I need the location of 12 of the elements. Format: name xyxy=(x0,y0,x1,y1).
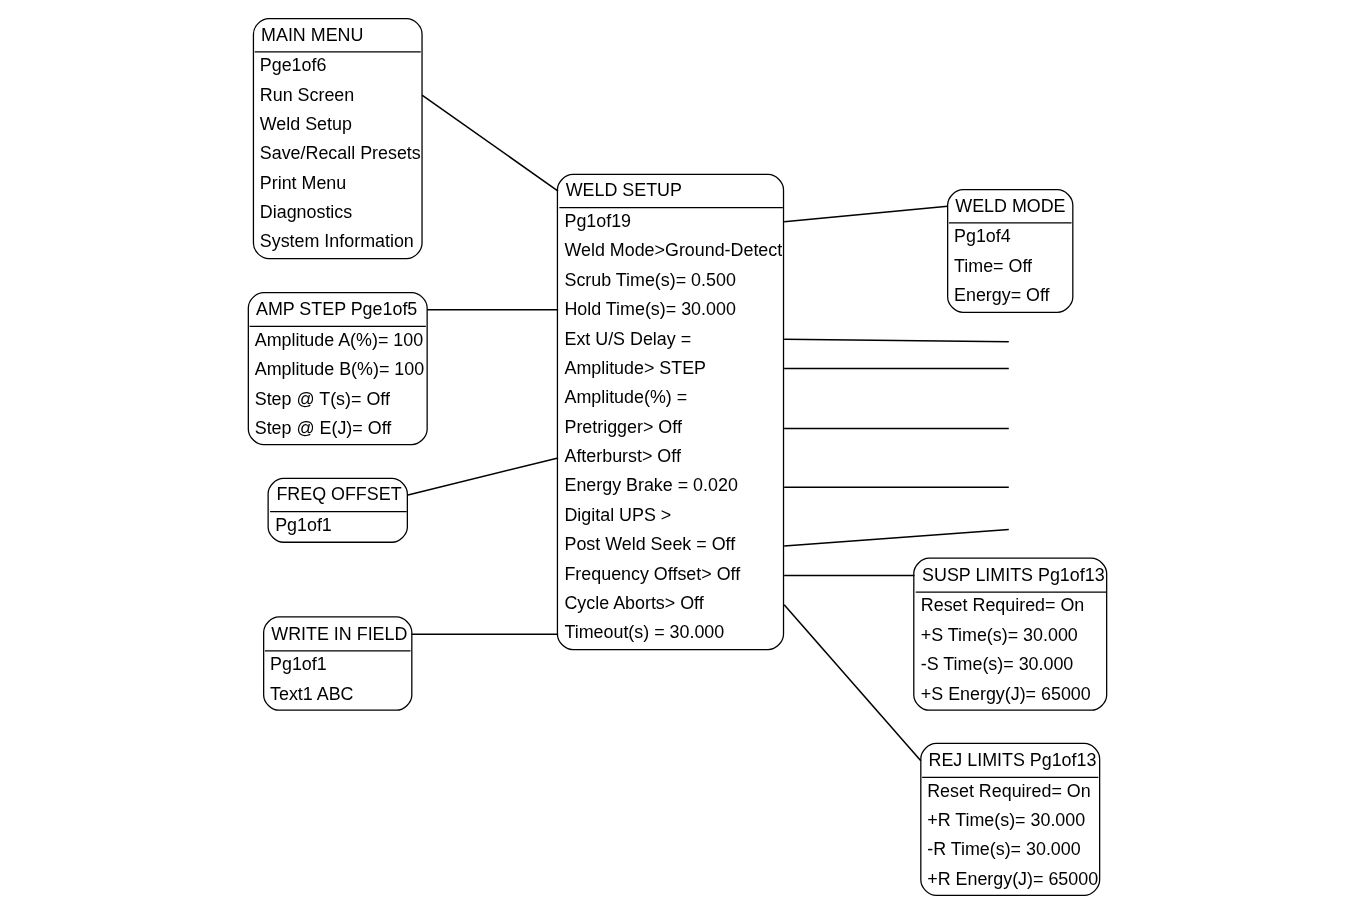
connector xyxy=(411,633,559,635)
connector xyxy=(783,574,916,577)
connector xyxy=(421,94,559,192)
connector xyxy=(407,457,559,496)
connector xyxy=(783,367,1010,370)
connector xyxy=(783,528,1010,547)
connector xyxy=(783,205,949,223)
connector xyxy=(783,486,1010,489)
connector xyxy=(426,309,559,311)
connector xyxy=(783,604,922,762)
connector xyxy=(783,427,1010,430)
connector xyxy=(783,338,1010,343)
